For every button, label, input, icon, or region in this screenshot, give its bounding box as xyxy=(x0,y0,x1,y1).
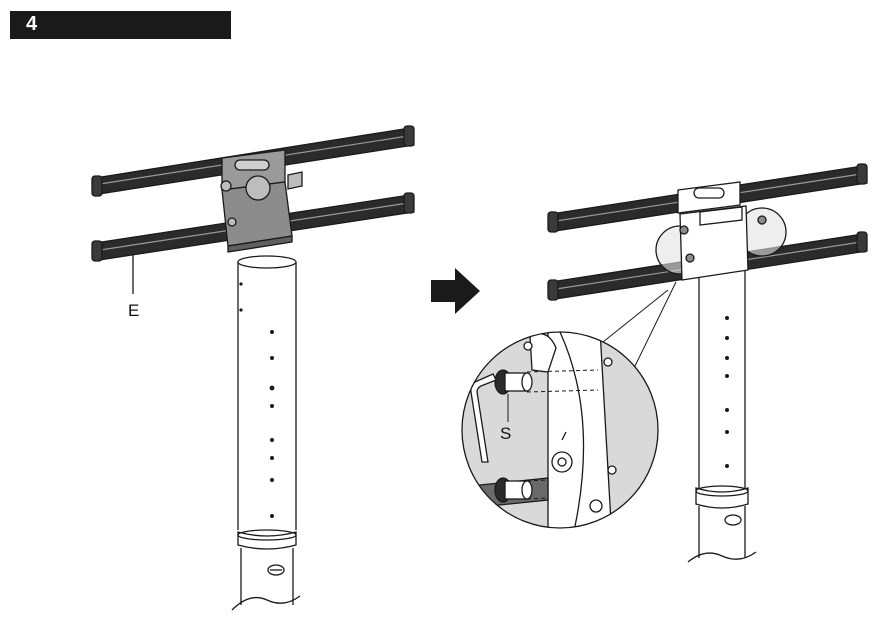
right-column-pole xyxy=(687,262,757,563)
step-number: 4 xyxy=(26,13,38,35)
label-s: S xyxy=(500,424,511,443)
left-column-pole xyxy=(231,255,301,611)
step-header-bar: 4 xyxy=(10,11,231,39)
left-mounting-plate xyxy=(220,149,303,253)
zoom-detail xyxy=(461,331,659,529)
screw-top xyxy=(494,369,599,395)
label-e: E xyxy=(128,301,139,320)
right-assembly xyxy=(547,163,868,563)
zoom-callout-lines xyxy=(597,281,677,369)
right-mounting-bracket xyxy=(677,181,767,281)
left-assembly xyxy=(91,125,415,611)
screw-bottom xyxy=(494,477,549,503)
direction-arrow xyxy=(431,268,480,314)
